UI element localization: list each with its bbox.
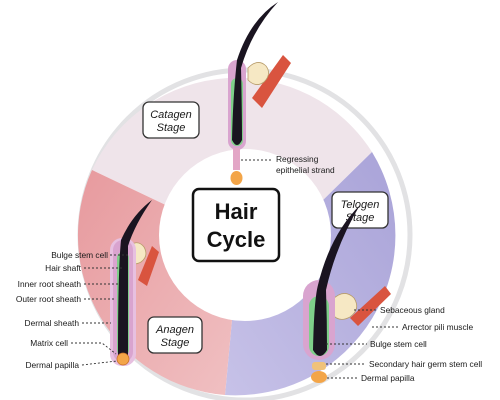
telogen-arrector-label: Arrector pili muscle bbox=[402, 322, 474, 332]
telogen-stage-box: Telogen Stage bbox=[331, 191, 389, 229]
anagen-matrix-leader bbox=[71, 342, 117, 355]
telogen-papilla-label: Dermal papilla bbox=[361, 373, 415, 383]
regressing-label-line2: epithelial strand bbox=[276, 165, 335, 175]
telogen-annotations: Sebaceous gland Arrector pili muscle Bul… bbox=[326, 305, 482, 383]
telogen-follicle-illustration bbox=[303, 205, 391, 383]
telogen-sebaceous-label: Sebaceous gland bbox=[380, 305, 445, 315]
catagen-regressing-strand bbox=[233, 148, 240, 170]
anagen-stage-box: Anagen Stage bbox=[147, 316, 203, 354]
catagen-arrector-muscle bbox=[252, 55, 291, 108]
catagen-stage-box: Catagen Stage bbox=[142, 101, 200, 139]
catagen-dermal-papilla bbox=[230, 171, 243, 185]
title-box bbox=[191, 187, 281, 263]
regressing-label-line1: Regressing bbox=[276, 154, 319, 164]
catagen-hair-shaft bbox=[232, 2, 278, 145]
anagen-dermal-papilla bbox=[116, 352, 130, 366]
catagen-label-1: Catagen bbox=[150, 109, 192, 121]
telogen-sebaceous-gland bbox=[331, 293, 358, 320]
title-line-1: Hair bbox=[215, 199, 258, 224]
anagen-papilla-leader bbox=[81, 360, 118, 366]
anagen-follicle-illustration bbox=[110, 200, 159, 366]
anagen-bulge-stem-cell-label: Bulge stem cell bbox=[51, 250, 108, 260]
anagen-outer-root-sheath-label: Outer root sheath bbox=[16, 294, 82, 304]
anagen-annotations: Bulge stem cell Hair shaft Inner root sh… bbox=[16, 250, 128, 370]
catagen-follicle-illustration bbox=[228, 2, 291, 185]
anagen-inner-root-sheath-label: Inner root sheath bbox=[18, 279, 82, 289]
anagen-dermal-sheath-label: Dermal sheath bbox=[25, 318, 80, 328]
telogen-germ-label: Secondary hair germ stem cell bbox=[369, 359, 482, 369]
anagen-hair-shaft-label: Hair shaft bbox=[45, 263, 82, 273]
anagen-label-2: Stage bbox=[161, 337, 190, 349]
title-line-2: Cycle bbox=[207, 227, 266, 252]
telogen-dermal-papilla bbox=[311, 371, 327, 383]
catagen-sebaceous-gland bbox=[247, 62, 269, 85]
anagen-hair-shaft bbox=[118, 200, 152, 355]
telogen-arrector-muscle bbox=[350, 286, 391, 326]
catagen-label-2: Stage bbox=[157, 122, 186, 134]
anagen-matrix-cell-label: Matrix cell bbox=[30, 338, 68, 348]
anagen-arrector-muscle bbox=[138, 246, 159, 286]
telogen-hair-germ bbox=[312, 362, 326, 370]
telogen-hair-shaft bbox=[313, 205, 360, 356]
telogen-bulge-label: Bulge stem cell bbox=[370, 339, 427, 349]
anagen-label-1: Anagen bbox=[155, 324, 194, 336]
anagen-dermal-papilla-label: Dermal papilla bbox=[25, 360, 79, 370]
